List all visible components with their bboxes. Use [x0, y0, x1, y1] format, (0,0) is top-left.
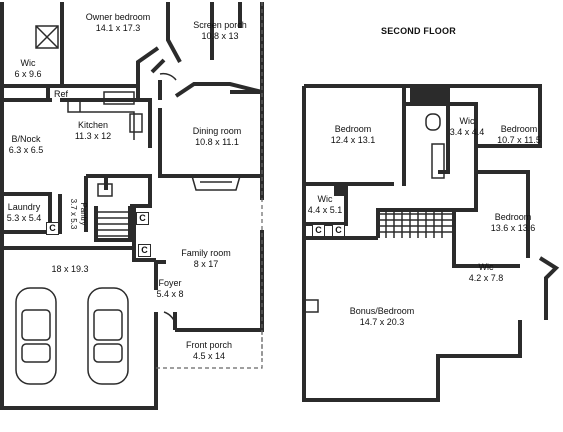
bedroom-3-dim: 13.6 x 13.6: [490, 223, 536, 233]
pantry-dim: 3.7 x 5.3: [69, 198, 78, 230]
vanity-2: [431, 143, 445, 179]
garage-cars: [15, 287, 129, 385]
wic-3-name: Wic: [478, 262, 494, 272]
second-floor-outer-wall: [302, 84, 560, 402]
second-floor-dark-fixture: [410, 86, 450, 104]
foyer-closet-c: C: [138, 244, 151, 257]
kitchen-range: [103, 91, 135, 105]
kitchen-dim: 11.3 x 12: [74, 131, 112, 141]
dark-closet-fill: [334, 186, 344, 196]
foyer-dim: 5.4 x 8: [156, 289, 184, 299]
bonus-wall: [302, 208, 456, 240]
laundry-dim: 5.3 x 5.4: [6, 213, 42, 223]
laundry-closet-c: C: [46, 222, 59, 235]
kitchen-wall: [2, 86, 152, 148]
wic-2-name: Wic: [317, 194, 333, 204]
owner-bedroom-dim: 14.1 x 17.3: [95, 23, 141, 33]
toilet: [97, 183, 113, 197]
dining-room-dim: 10.8 x 11.1: [195, 137, 239, 147]
screen-porch-name: Screen porch: [193, 20, 247, 30]
front-porch-dim: 4.5 x 14: [192, 351, 226, 361]
bedroom-1-name: Bedroom: [334, 124, 372, 134]
bedroom-3-wall: [452, 172, 520, 268]
second-floor-title: SECOND FLOOR: [381, 26, 456, 36]
second-floor-closet-c-1: C: [312, 224, 325, 237]
owner-bedroom-name: Owner bedroom: [85, 12, 151, 22]
bedroom-2-name: Bedroom: [500, 124, 538, 134]
family-room-dim: 8 x 17: [193, 259, 219, 269]
door-swing-1: [163, 311, 177, 327]
laundry-wall: [2, 174, 152, 234]
bonus-closet-box: [303, 299, 319, 313]
bedroom-3-name: Bedroom: [494, 212, 532, 222]
family-room-name: Family room: [181, 248, 231, 258]
owner-bedroom-wall: [0, 2, 160, 100]
screen-porch-dim: 10.8 x 13: [201, 31, 239, 41]
bedroom-2-dim: 10.7 x 11.5: [497, 135, 541, 145]
bnook-name: B/Nock: [11, 134, 41, 144]
bedroom-1-dim: 12.4 x 13.1: [330, 135, 376, 145]
wic-3-dim: 4.2 x 7.8: [468, 273, 504, 283]
front-porch-outline: [156, 330, 263, 369]
wic-name: Wic: [20, 58, 36, 68]
front-porch-name: Front porch: [185, 340, 233, 350]
first-floor-stairs: [96, 211, 130, 237]
wic-dim: 6 x 9.6: [14, 69, 42, 79]
pantry-name: Pantry: [79, 202, 88, 226]
dining-room-name: Dining room: [192, 126, 242, 136]
wic-2-dim: 4.4 x 5.1: [307, 205, 343, 215]
garage-wall: [0, 246, 134, 408]
stair-wall: [94, 176, 156, 262]
bonus-dim: 14.7 x 20.3: [359, 317, 405, 327]
garage-label: 18 x 19.3: [51, 264, 89, 274]
dining-wall: [158, 80, 263, 178]
ref-label: Ref: [53, 89, 69, 99]
wic-closet-box: [35, 25, 59, 49]
wic-1-wall: [448, 102, 478, 146]
wic-closet-x: [35, 25, 59, 49]
laundry-name: Laundry: [7, 202, 41, 212]
kitchen-name: Kitchen: [77, 120, 109, 130]
stair-closet-c: C: [136, 212, 149, 225]
kitchen-counter: [67, 100, 135, 140]
wic-1-dim: 3.4 x 4.4: [449, 127, 485, 137]
kitchen-sink: [129, 113, 143, 133]
door-swing-2: [159, 72, 177, 81]
second-floor-closet-c-2: C: [332, 224, 345, 237]
bnook-dim: 6.3 x 6.5: [8, 145, 44, 155]
screen-porch-wall: [150, 2, 264, 92]
fireplace: [191, 175, 241, 191]
foyer-name: Foyer: [158, 278, 182, 288]
wic-1-name: Wic: [459, 116, 475, 126]
toilet-2: [425, 113, 441, 131]
second-floor-stairs: [380, 210, 452, 238]
bonus-name: Bonus/Bedroom: [349, 306, 415, 316]
